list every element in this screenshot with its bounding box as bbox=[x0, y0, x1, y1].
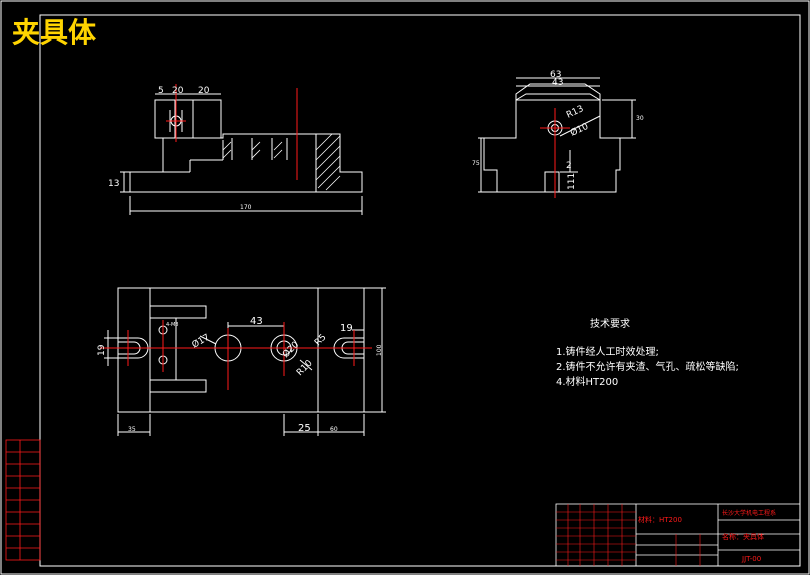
title-block bbox=[555, 503, 801, 567]
top-dim-60: 60 bbox=[330, 426, 338, 433]
top-dim-19-left: 19 bbox=[97, 344, 107, 356]
front-view-centerlines bbox=[166, 84, 298, 180]
side-dim-2: 2 bbox=[566, 161, 572, 171]
side-dim-63: 63 bbox=[550, 70, 561, 80]
side-dim-d10: Ø10 bbox=[569, 121, 591, 139]
title-block-material: 材料：HT200 bbox=[638, 515, 682, 524]
title-block-drawing-no: JJT-00 bbox=[741, 555, 761, 563]
side-dim-r13: R13 bbox=[565, 104, 585, 121]
tech-line-3: 4.材料HT200 bbox=[556, 375, 618, 388]
top-view-centerlines bbox=[100, 320, 372, 390]
top-view bbox=[104, 287, 386, 436]
front-dim-20a: 20 bbox=[172, 86, 184, 96]
front-dim-20b: 20 bbox=[198, 86, 210, 96]
side-dim-43: 43 bbox=[552, 78, 563, 88]
top-dim-r5: R5 bbox=[313, 333, 329, 349]
front-dim-5: 5 bbox=[158, 86, 164, 96]
front-dim-170: 170 bbox=[240, 204, 252, 211]
tech-heading: 技术要求 bbox=[590, 317, 630, 330]
top-dim-35: 35 bbox=[128, 426, 136, 433]
top-dim-100: 100 bbox=[376, 344, 383, 356]
left-side-strip bbox=[5, 439, 41, 561]
title-block-name: 名称：夹具体 bbox=[722, 532, 764, 541]
side-dim-30: 30 bbox=[636, 115, 644, 122]
tech-line-2: 2.铸件不允许有夹渣、气孔、疏松等缺陷; bbox=[556, 360, 739, 373]
drawing-title: 夹具体 bbox=[12, 16, 97, 49]
top-dim-r10: R10 bbox=[295, 358, 315, 378]
title-block-school: 长沙大学机电工程系 bbox=[722, 509, 776, 517]
top-dim-19-right: 19 bbox=[340, 323, 353, 334]
side-view-centerlines bbox=[540, 108, 570, 198]
top-dim-25: 25 bbox=[298, 423, 311, 434]
sheet-border-inner bbox=[39, 14, 801, 567]
tech-line-1: 1.铸件经人工时效处理; bbox=[556, 345, 659, 358]
title-block-grid bbox=[556, 504, 701, 566]
front-view bbox=[120, 93, 363, 215]
side-dim-75: 75 bbox=[472, 160, 480, 167]
front-dim-13: 13 bbox=[108, 179, 119, 189]
side-view bbox=[478, 77, 636, 193]
side-dim-111: 111 bbox=[567, 173, 577, 190]
top-dim-43: 43 bbox=[250, 316, 263, 327]
top-dim-tiny: 4-M8 bbox=[166, 322, 178, 328]
